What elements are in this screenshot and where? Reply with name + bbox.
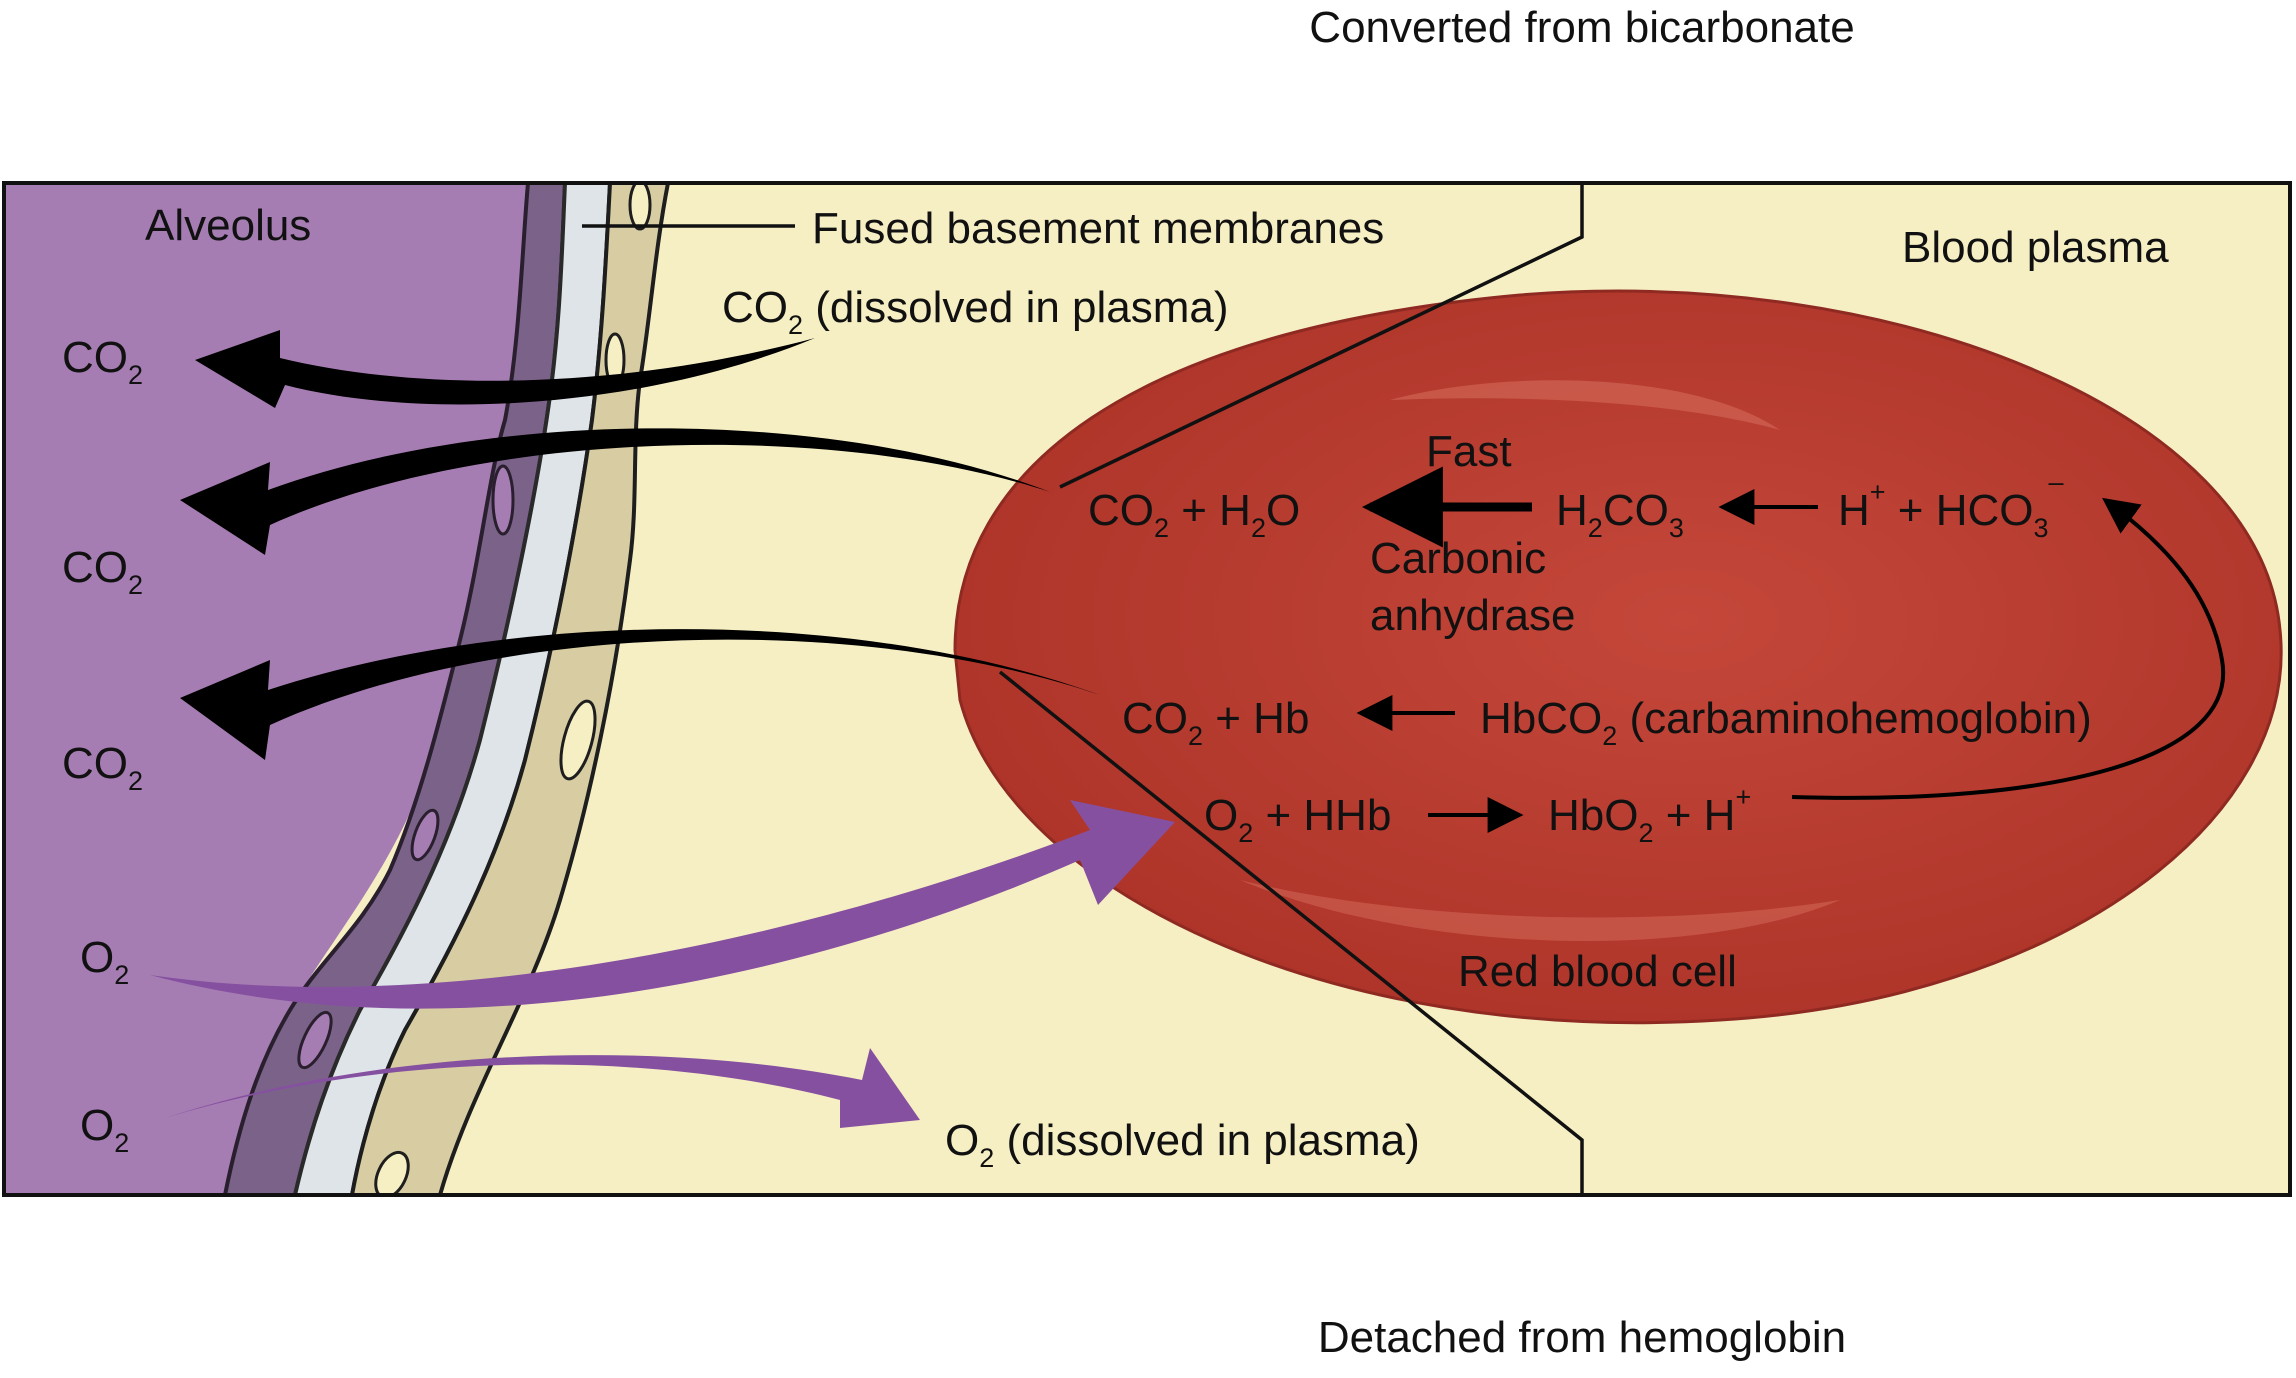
- co2-water-product: CO2 + H2O: [1088, 486, 1300, 543]
- red-blood-cell-label: Red blood cell: [1458, 947, 1737, 996]
- oxyhemoglobin-label: HbO2 + H+: [1548, 782, 1751, 848]
- panel-border: [2, 181, 2292, 1197]
- co2-hemoglobin-arrow: [180, 629, 1100, 760]
- alveolar-o2-label: O2: [80, 933, 129, 990]
- endothelial-nucleus: [628, 183, 652, 231]
- endothelial-nucleus: [374, 1150, 410, 1195]
- diagram-panel: [4, 183, 2290, 1195]
- alveolus-label: Alveolus: [145, 201, 311, 250]
- epithelial-nucleus: [410, 808, 440, 862]
- fast-label: Fast: [1426, 427, 1512, 476]
- co2-bicarbonate-arrow: [180, 428, 1050, 555]
- alveolar-co2-label: CO2: [62, 543, 143, 600]
- o2-dissolved-arrow: [165, 1048, 920, 1128]
- o2-hhb-reactant: O2 + HHb: [1204, 791, 1391, 848]
- co2-dissolved-label: CO2 (dissolved in plasma): [722, 283, 1229, 340]
- co2-hb-product: CO2 + Hb: [1122, 694, 1309, 751]
- converted-label: Converted from bicarbonate: [1309, 3, 1854, 52]
- o2-to-rbc-arrow: [150, 800, 1175, 1009]
- carbaminohemoglobin-label: HbCO2 (carbaminohemoglobin): [1480, 694, 2092, 751]
- co2-dissolved-arrow: [195, 330, 815, 408]
- rbc-highlight: [1240, 880, 1840, 942]
- carbonic-label: Carbonic: [1370, 534, 1546, 583]
- o2-dissolved-label: O2 (dissolved in plasma): [945, 1116, 1420, 1173]
- blood-plasma-label: Blood plasma: [1902, 223, 2169, 272]
- fused-membranes-label: Fused basement membranes: [812, 204, 1384, 253]
- alveolar-o2-label: O2: [80, 1101, 129, 1158]
- detached-label: Detached from hemoglobin: [1318, 1313, 1846, 1362]
- red-blood-cell: [953, 289, 2283, 1025]
- carbonic-acid-label: H2CO3: [1556, 486, 1684, 543]
- proton-bicarbonate-label: H+ + HCO3–: [1838, 467, 2064, 543]
- proton-return-arrow: [1791, 497, 2226, 800]
- rbc-highlight: [1390, 380, 1780, 430]
- epithelial-nucleus: [297, 1010, 333, 1070]
- detached-leader-line: [998, 670, 1584, 1195]
- alveolar-co2-label: CO2: [62, 739, 143, 796]
- epithelial-nucleus: [491, 464, 515, 536]
- endothelial-nucleus: [559, 699, 597, 781]
- alveolar-co2-label: CO2: [62, 333, 143, 390]
- converted-leader-line: [1059, 183, 1584, 489]
- anhydrase-label: anhydrase: [1370, 591, 1575, 640]
